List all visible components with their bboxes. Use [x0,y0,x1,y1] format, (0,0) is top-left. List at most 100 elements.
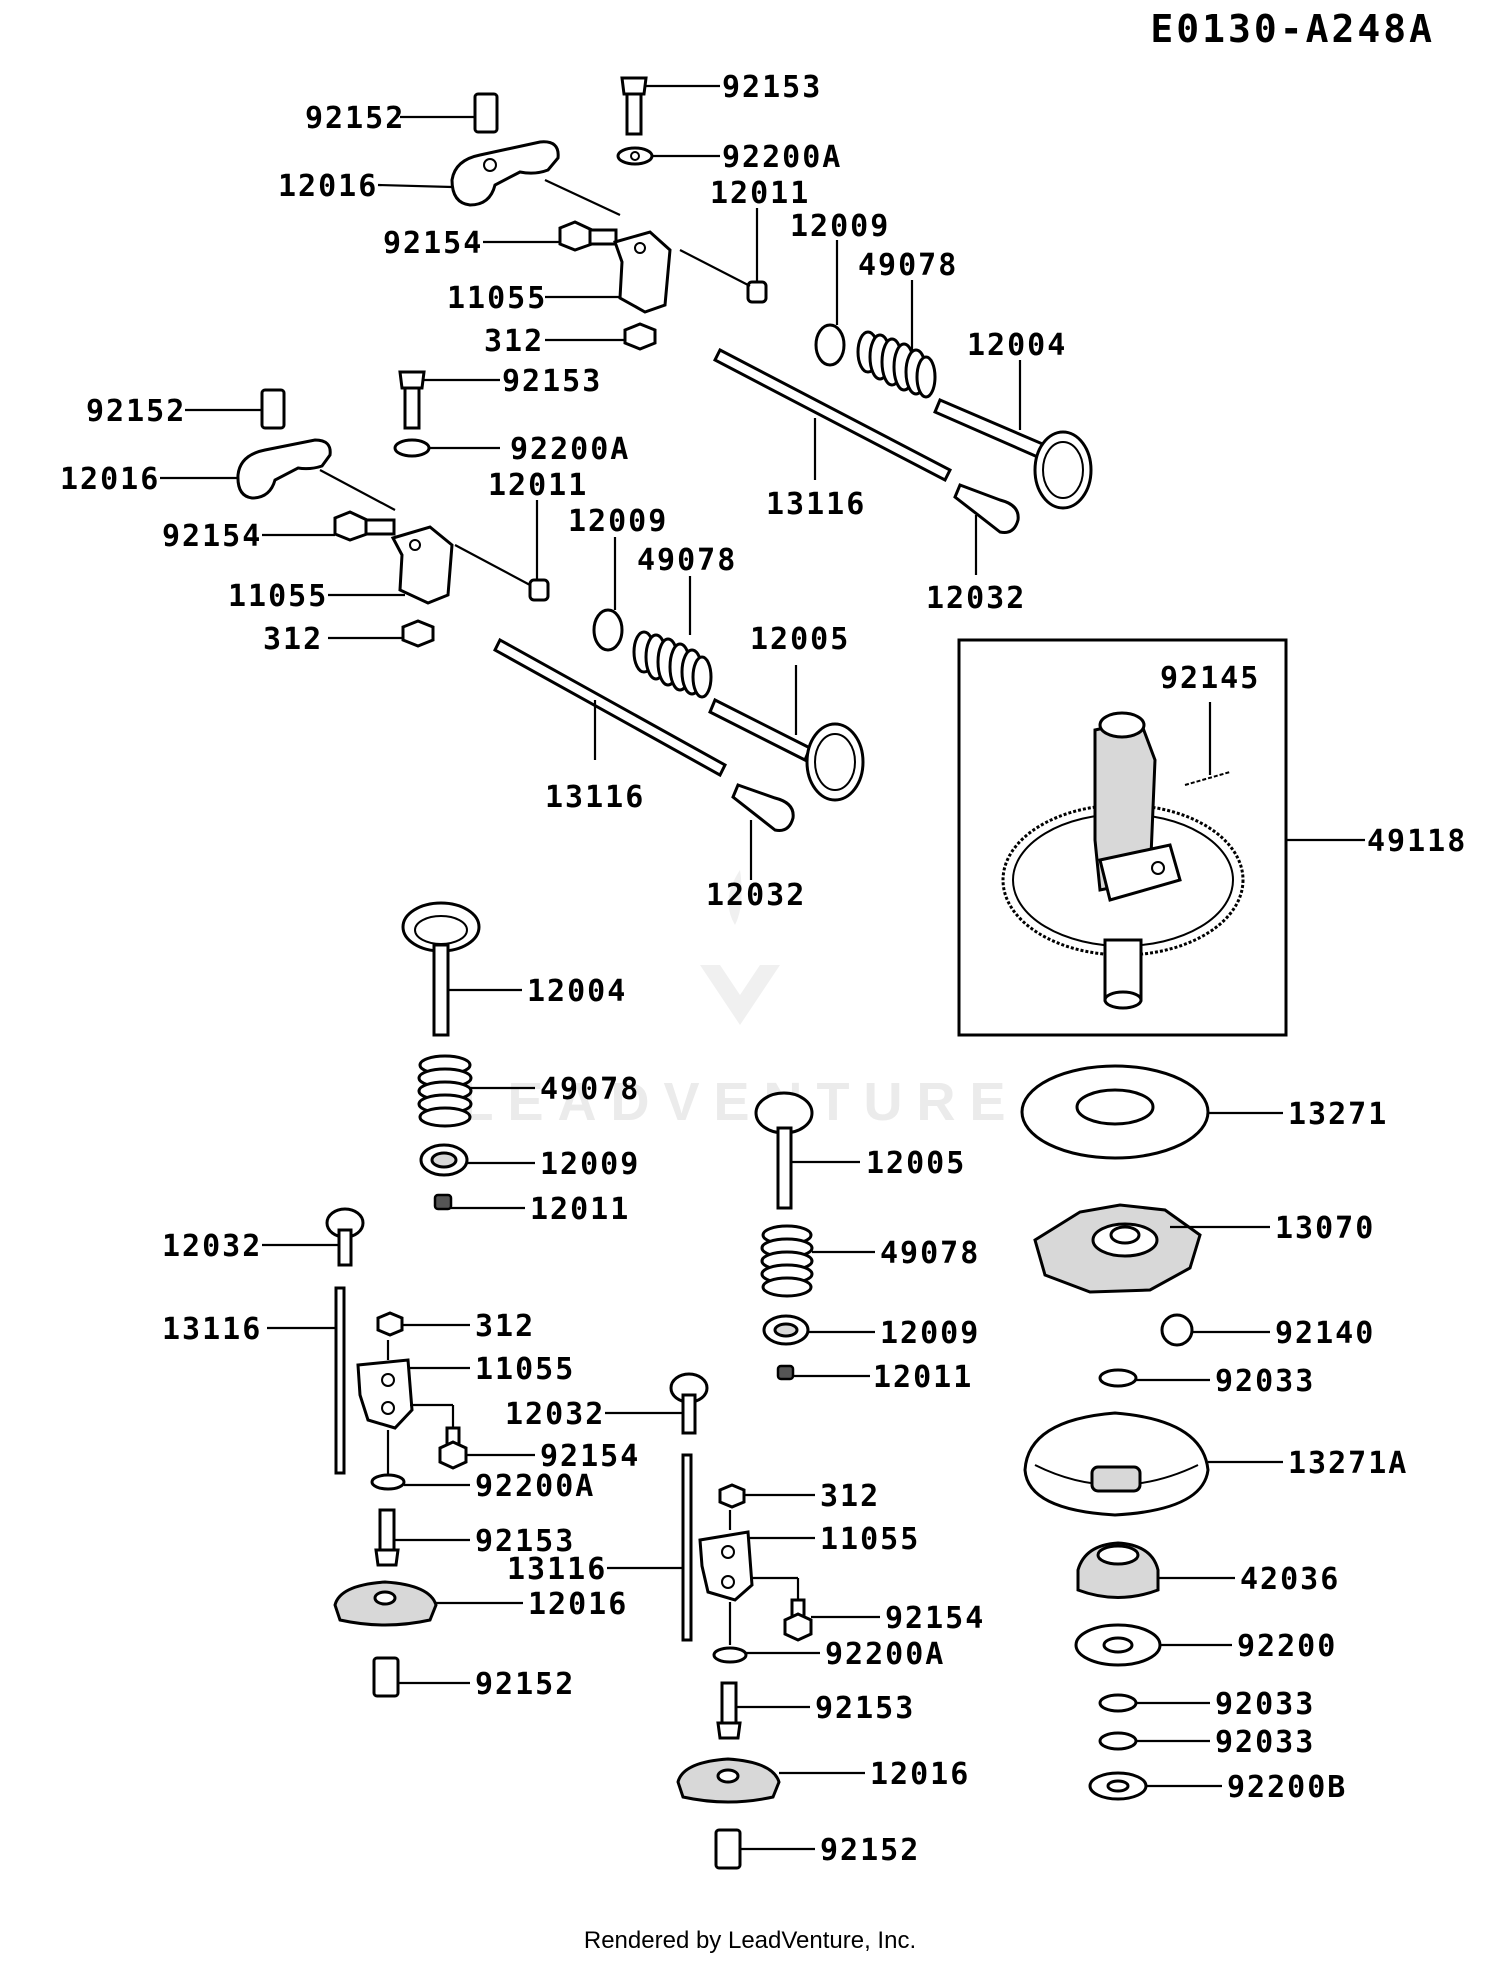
nut-312-a [623,322,657,351]
label-12011: 12011 [530,1192,630,1227]
label-92033: 92033 [1215,1725,1315,1760]
label-92152: 92152 [475,1667,575,1702]
label-92152: 92152 [86,394,186,429]
diagram-id: E0130-A248A [1150,7,1435,51]
clip-92033-b [1098,1693,1138,1713]
label-12004: 12004 [967,328,1067,363]
pivot-11055-e [356,1358,414,1430]
washer-92200A-a [616,146,654,166]
bolt-head-92153-e [374,1548,400,1567]
label-11055: 11055 [228,579,328,614]
label-13271A: 13271A [1288,1446,1408,1481]
bolt-head-92154-b [333,510,369,542]
label-92152: 92152 [820,1833,920,1868]
label-12016: 12016 [870,1757,970,1792]
label-92154: 92154 [162,519,262,554]
label-11055: 11055 [447,281,547,316]
label-312: 312 [820,1479,880,1514]
bolt-shank-92153-a [625,92,643,136]
spring-49078-c [417,1054,473,1128]
label-92200B: 92200B [1227,1770,1347,1805]
valve-stem-12005-d [776,1126,793,1210]
pivot-11055-a [613,230,672,314]
spring-49078-d [760,1224,814,1298]
clip-92033-c [1098,1731,1138,1751]
label-49078: 49078 [540,1072,640,1107]
washer-92200A-b [393,438,431,458]
bolt-head-92154-e [438,1440,468,1470]
label-12005: 12005 [866,1146,966,1181]
valve-stem-12004-c [432,943,450,1037]
cap-12011-b [528,578,550,602]
collar-92152-a [473,92,499,134]
watermark: LEADVENTURE [460,870,1019,1132]
watermark-text: LEADVENTURE [460,1072,1019,1132]
label-92153: 92153 [475,1524,575,1559]
label-12009: 12009 [540,1147,640,1182]
label-12009: 12009 [568,504,668,539]
cap-12011-c [433,1193,453,1211]
label-92033: 92033 [1215,1364,1315,1399]
bolt-shank-92153-e [378,1508,396,1552]
label-92200A: 92200A [722,140,842,175]
label-12004: 12004 [527,974,627,1009]
rocker-arm-12016-b [236,438,332,500]
label-92153: 92153 [815,1691,915,1726]
part-drawings [236,76,1288,1870]
label-42036: 42036 [1240,1562,1340,1597]
pivot-11055-b [390,525,454,605]
collar-92152-b [260,388,286,430]
callout-labels: 92152 12016 92153 92200A 12011 92154 110… [60,70,1467,1868]
label-12005: 12005 [750,622,850,657]
rocker-arm-12016-a [450,140,560,207]
leader-lines [160,84,1365,1851]
label-12009: 12009 [880,1316,980,1351]
collar-92152-f [714,1828,742,1870]
label-49118: 49118 [1367,824,1467,859]
collar-92152-e [372,1656,400,1698]
label-92153: 92153 [502,364,602,399]
label-49078: 49078 [637,543,737,578]
valve-stem-12004-a [933,398,1047,461]
spring-49078-a [856,330,937,399]
label-12032: 12032 [505,1397,605,1432]
bolt-head-92153-a [620,76,648,96]
label-49078: 49078 [880,1236,980,1271]
cap-12011-a [746,280,768,304]
label-92152: 92152 [305,101,405,136]
retainer-12009-b [592,608,624,652]
label-13116: 13116 [162,1312,262,1347]
pivot-11055-f [698,1530,754,1602]
label-12016: 12016 [528,1587,628,1622]
washer-92200A-f [712,1646,748,1664]
bolt-head-92154-a [558,220,594,252]
label-312: 312 [484,324,544,359]
label-12011: 12011 [873,1360,973,1395]
label-13116: 13116 [545,780,645,815]
label-13271: 13271 [1288,1097,1388,1132]
label-92154: 92154 [383,226,483,261]
pushrod-13116-f [681,1453,693,1642]
bolt-shank-92154-b [364,518,396,536]
label-12016: 12016 [60,462,160,497]
spring-92145 [1184,771,1231,786]
label-312: 312 [475,1309,535,1344]
label-92200A: 92200A [825,1637,945,1672]
camshaft-box [957,638,1288,1037]
label-49078: 49078 [858,248,958,283]
label-13070: 13070 [1275,1211,1375,1246]
nut-312-f [718,1483,746,1509]
bolt-shank-92153-b [403,386,421,430]
footer-credit: Rendered by LeadVenture, Inc. [584,1927,916,1954]
label-12032: 12032 [706,878,806,913]
bolt-head-92153-f [716,1721,742,1740]
washer-92200A-e [370,1473,406,1491]
label-13116: 13116 [766,487,866,522]
tappet-stem-12032-f [681,1393,697,1435]
bolt-head-92154-f [783,1612,813,1642]
tappet-12032-a [953,483,1020,534]
pushrod-13116-a [712,347,953,483]
pushrod-13116-b [493,637,727,778]
label-11055: 11055 [820,1522,920,1557]
